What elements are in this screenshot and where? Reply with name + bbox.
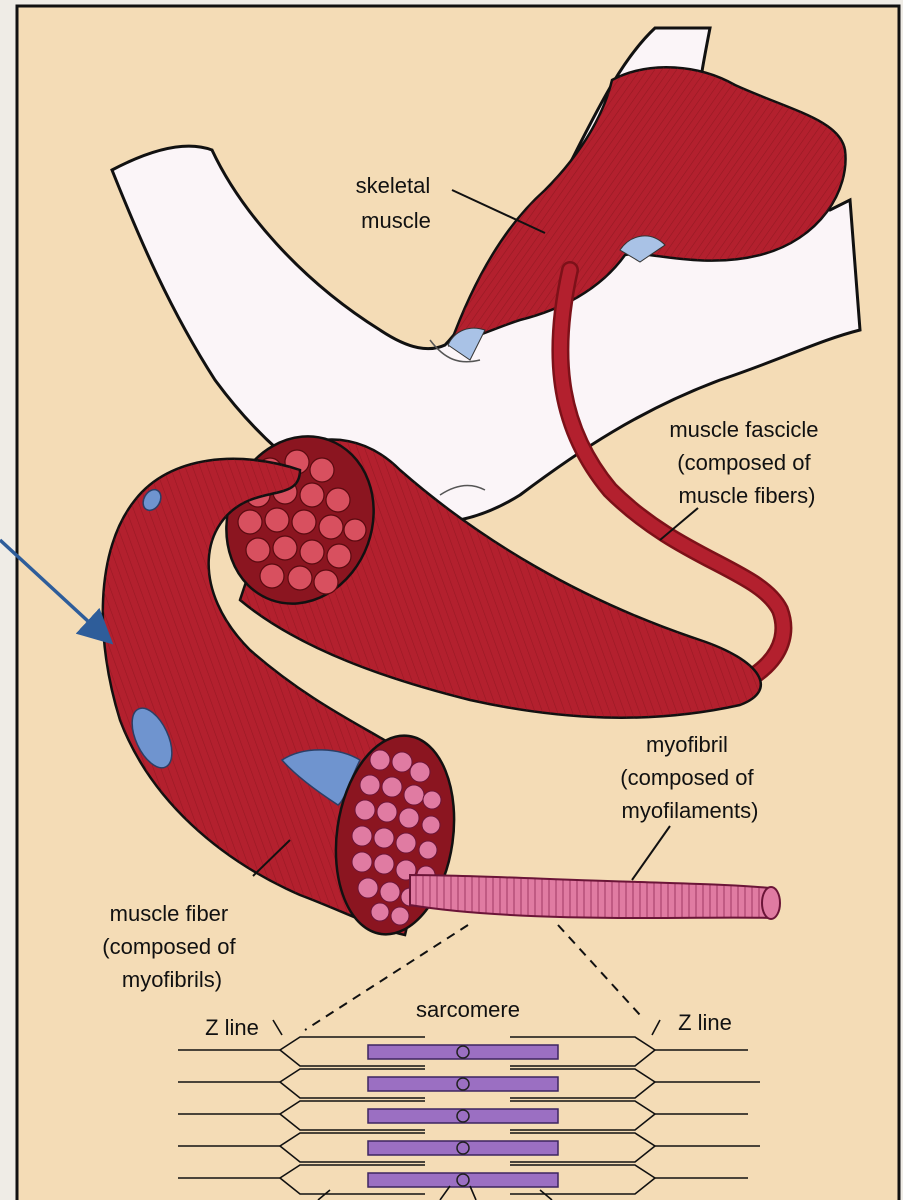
label-z-line-right: Z line: [678, 1010, 732, 1035]
label-sarcomere: sarcomere: [416, 997, 520, 1022]
label-z-line-left: Z line: [205, 1015, 259, 1040]
myofibril-end: [762, 887, 780, 919]
label-muscle-fascicle: muscle fascicle (composed of muscle fibe…: [669, 417, 824, 508]
label-muscle-fiber: muscle fiber (composed of myofibrils): [102, 901, 241, 992]
